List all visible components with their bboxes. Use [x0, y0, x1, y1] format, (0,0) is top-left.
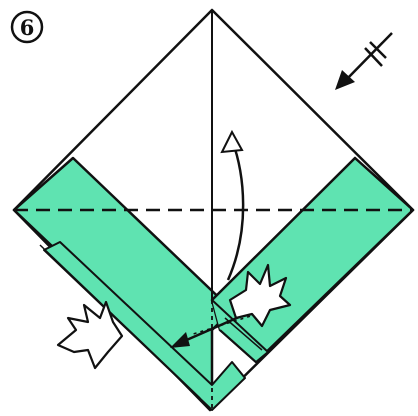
step-number-badge: 6 — [12, 12, 42, 42]
view-direction-arrow — [335, 33, 392, 90]
step-number: 6 — [20, 15, 35, 40]
